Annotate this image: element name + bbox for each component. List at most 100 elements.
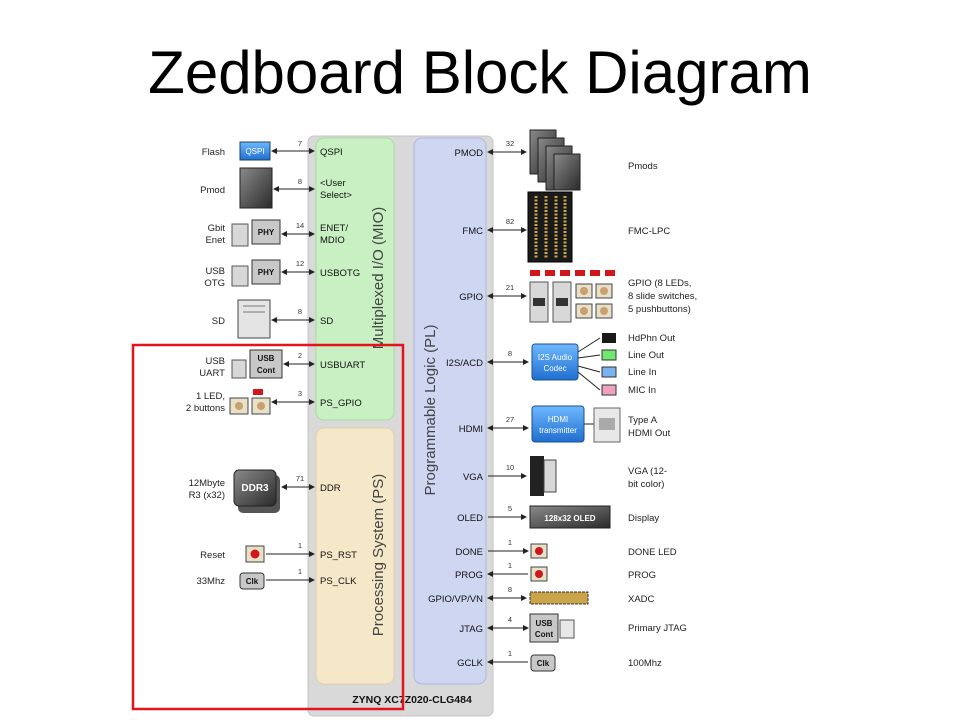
usb-uart-chip (249, 349, 283, 379)
vga-connector (530, 456, 557, 496)
ddr3-chip-label: DDR3 (241, 483, 269, 494)
pin-gpio: GPIO (459, 292, 483, 303)
pin-usbotg: USBOTG (320, 268, 360, 279)
pin-pmod: PMOD (455, 148, 484, 159)
pin-ps-gpio: PS_GPIO (320, 398, 362, 409)
jtag-usb-port (559, 619, 575, 639)
ext-100mhz: 100Mhz (628, 658, 662, 669)
bus-width-usbuart: 2 (298, 351, 302, 360)
bus-width-prog: 1 (508, 561, 512, 570)
pin-hdmi: HDMI (459, 424, 483, 435)
usb-uart-chip-label-1: USB (258, 354, 275, 363)
bus-width-psgpio: 3 (298, 389, 302, 398)
ext-hdmi-1: Type A (628, 415, 658, 426)
usb-uart-chip-label-2: Cont (257, 366, 276, 375)
ext-sd: SD (212, 316, 225, 327)
pl-label: Programmable Logic (PL) (422, 325, 439, 496)
oled-display-label: 128x32 OLED (544, 514, 595, 523)
bus-width-usbotg: 12 (296, 259, 304, 268)
pin-sd: SD (320, 316, 333, 327)
jack-line-out: Line Out (628, 350, 664, 361)
ext-vga-2: bit color) (628, 479, 664, 490)
gpio-slide-switches (529, 281, 572, 323)
ps-clock-label: Clk (246, 577, 259, 586)
bus-width-psclk: 1 (298, 567, 302, 576)
pin-enet: ENET/ (320, 223, 348, 234)
ext-33mhz: 33Mhz (196, 576, 225, 587)
ddr3-chip (233, 469, 277, 507)
bus-width-ddr: 71 (296, 474, 304, 483)
ext-led: 1 LED, (196, 391, 225, 402)
ethernet-jack (231, 223, 249, 247)
ext-gpio-3: 5 pushbuttons) (628, 304, 691, 315)
hdmi-transmitter-chip (531, 405, 585, 443)
pin-oled: OLED (457, 513, 483, 524)
ext-done-led: DONE LED (628, 547, 677, 558)
page-title: Zedboard Block Diagram (148, 39, 812, 106)
xadc-header (529, 591, 589, 605)
pl-clock-label: Clk (537, 659, 550, 668)
jtag-usb-chip (529, 613, 559, 643)
ps-gpio-led (253, 389, 263, 395)
bus-width-jtag: 4 (508, 615, 512, 624)
pin-i2s-acd: I2S/ACD (446, 358, 483, 369)
audio-jacks (577, 333, 617, 396)
pin-user-select-2: Select> (320, 190, 352, 201)
ps-label: Processing System (PS) (370, 474, 387, 637)
enet-phy-chip (251, 219, 281, 245)
ps-clock-chip (239, 572, 265, 590)
audio-codec-chip (531, 343, 579, 381)
bus-width-psrst: 1 (298, 541, 302, 550)
ext-buttons: 2 buttons (186, 403, 225, 414)
ext-flash: Flash (202, 147, 225, 158)
jtag-chip-label-1: USB (536, 619, 553, 628)
qspi-chip (239, 141, 271, 161)
jtag-chip-label-2: Cont (535, 630, 554, 639)
ext-display: Display (628, 513, 659, 524)
hdmi-connector (593, 407, 621, 443)
gpio-pushbuttons (575, 283, 613, 319)
bus-width-enet: 14 (296, 221, 304, 230)
mio-region (315, 137, 395, 421)
pmod-connector (239, 167, 273, 209)
bus-width-gclk: 1 (508, 649, 512, 658)
ext-hdmi-2: HDMI Out (628, 428, 671, 439)
ext-ddr-type: R3 (x32) (189, 490, 225, 501)
bus-width-done: 1 (508, 538, 512, 547)
bus-width-hdmi: 27 (506, 415, 514, 424)
jack-mic-in: MIC In (628, 385, 656, 396)
ext-vga-1: VGA (12- (628, 466, 667, 477)
pin-fmc: FMC (462, 226, 483, 237)
ps-region (315, 427, 395, 685)
pin-ps-clk: PS_CLK (320, 576, 357, 587)
bus-width-oled: 5 (508, 504, 512, 513)
ext-gpio-2: 8 slide switches, (628, 291, 697, 302)
pin-prog: PROG (455, 570, 483, 581)
ext-gbit: Gbit (208, 223, 226, 234)
audio-codec-label-2: Codec (543, 364, 566, 373)
oled-display (529, 505, 611, 529)
bus-width-vga: 10 (506, 463, 514, 472)
pin-user-select-1: <User (320, 178, 346, 189)
ext-reset: Reset (200, 550, 225, 561)
ext-usb-otg-1: USB (205, 266, 225, 277)
mio-label: Multiplexed I/O (MIO) (370, 207, 387, 350)
audio-codec-label-1: I2S Audio (538, 353, 573, 362)
bus-width-xadc: 8 (508, 585, 512, 594)
ext-pmods: Pmods (628, 161, 658, 172)
pin-mdio: MDIO (320, 235, 345, 246)
pin-usbuart: USBUART (320, 360, 365, 371)
bus-width-gpio: 21 (506, 283, 514, 292)
pin-qspi: QSPI (320, 147, 343, 158)
device-label: ZYNQ XC7Z020-CLG484 (352, 694, 472, 706)
pin-ddr: DDR (320, 483, 341, 494)
ext-usb-uart-2: UART (199, 368, 225, 379)
fmc-connector (527, 191, 573, 263)
pin-ps-rst: PS_RST (320, 550, 357, 561)
usb-otg-jack (231, 265, 249, 287)
gpio-leds (530, 270, 615, 276)
qspi-chip-label: QSPI (245, 147, 264, 156)
bus-width-fmc: 82 (506, 217, 514, 226)
ext-pmod: Pmod (200, 185, 225, 196)
ext-fmc-lpc: FMC-LPC (628, 226, 670, 237)
